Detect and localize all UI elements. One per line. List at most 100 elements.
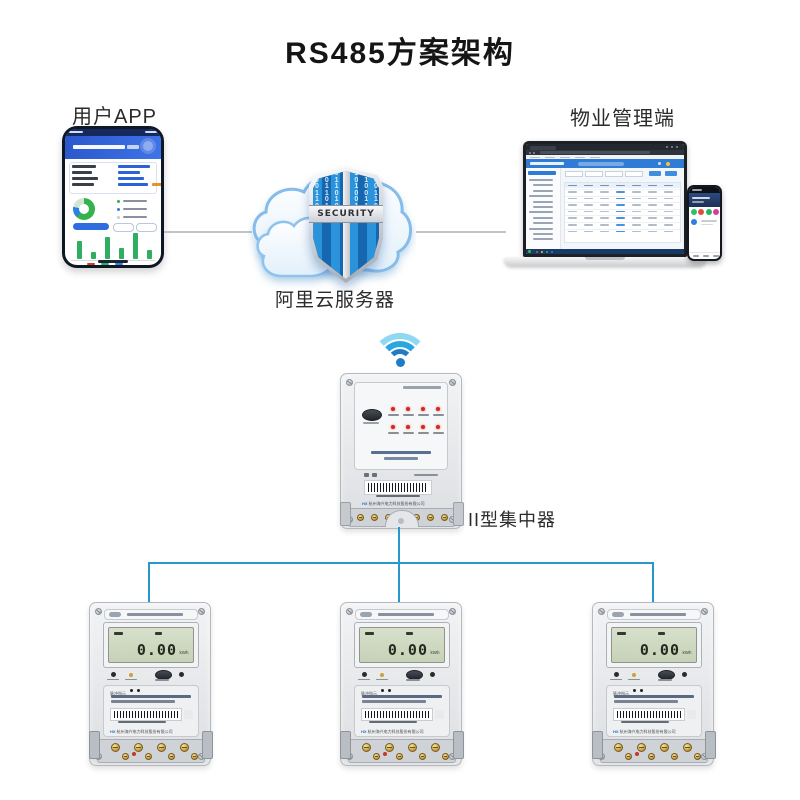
legend-bar: [123, 200, 147, 202]
meter-unit: kWh: [430, 650, 440, 656]
table-cell-dash: [600, 217, 609, 219]
dot: [529, 151, 531, 154]
table-cell-dash: [616, 204, 625, 206]
nav-dash: [713, 255, 719, 257]
company-name: 杭州海兴电力科技股份有限公司: [367, 729, 424, 734]
text-bar: [125, 678, 137, 681]
phone-bar-chart: [71, 231, 155, 261]
meter-lcd: 0.00 kWh: [611, 627, 697, 663]
table-cell-dash: [600, 197, 609, 200]
phone2-icon-row2: [689, 218, 720, 227]
text-bar: [692, 189, 702, 191]
nameplate-text-bar: [127, 613, 183, 616]
side-clamp: [453, 731, 464, 759]
table-cell-dash: [664, 204, 673, 206]
led-label-bar: [433, 414, 444, 416]
spec-text-bar: [362, 700, 426, 703]
pulse-dot: [640, 689, 643, 692]
field-label-bar: [72, 165, 96, 168]
sidebar-tree-item: [533, 206, 553, 208]
legend-dash: [87, 263, 95, 265]
table-cell-dash: [632, 210, 641, 213]
status-led: [436, 407, 440, 411]
table-cell-dash: [632, 217, 641, 219]
text-bar: [701, 223, 713, 225]
bell-icon: [658, 162, 661, 165]
text-bar: [406, 679, 420, 681]
outline-pill-button: [113, 223, 134, 232]
laptop-base: [504, 257, 706, 266]
meter-nameplate-strip: [607, 609, 701, 620]
phone-info-card: [69, 162, 161, 194]
brand-oval: [360, 612, 372, 617]
status-led: [436, 425, 440, 429]
nameplate-text-bar: [378, 613, 434, 616]
security-label: SECURITY: [309, 205, 383, 224]
app-icon: [713, 209, 720, 215]
hero-title-bar: [692, 197, 710, 199]
table-cell-dash: [568, 197, 577, 200]
nav-dash: [703, 255, 709, 257]
barcode-number-bar: [621, 721, 669, 723]
meter-button: [614, 672, 619, 677]
phone-screen: [65, 129, 161, 265]
terminal-screw: [431, 743, 440, 752]
side-clamp: [340, 502, 351, 526]
terminal-screw: [134, 743, 143, 752]
terminal-screw: [614, 743, 623, 752]
browser-tab-bar: [526, 144, 684, 150]
barcode-number-bar: [118, 721, 166, 723]
user-app-phone: [62, 126, 164, 268]
terminal-screw: [671, 753, 678, 760]
meter-lcd: 0.00 kWh: [108, 627, 194, 663]
terminal-screw: [191, 753, 198, 760]
phone-chart-legend: [65, 261, 161, 265]
table-cell-dash: [600, 210, 609, 213]
app-title-bar: [73, 145, 125, 149]
sidebar-tree-item: [533, 233, 553, 235]
table-cell-dash: [632, 230, 641, 233]
table-cell-dash: [632, 197, 641, 200]
pulse-dot: [137, 689, 140, 692]
table-cell-dash: [568, 191, 577, 193]
lcd-annotation: [617, 632, 626, 635]
phone-app-header: [65, 136, 161, 159]
home-indicator: [98, 260, 128, 263]
red-indicator-dot: [383, 752, 387, 756]
text-bar: [701, 220, 717, 222]
corner-screw: [346, 379, 353, 386]
meter-unit: kWh: [682, 650, 692, 656]
terminal-screw: [157, 743, 166, 752]
meter-barcode: [110, 708, 182, 721]
bus-drop-meter-3: [652, 562, 654, 602]
meter-company-line: HX 杭州海兴电力科技股份有限公司: [613, 729, 676, 735]
company-logo: HX: [110, 729, 116, 734]
field-value-bar: [118, 171, 140, 174]
text-bar: [107, 678, 119, 681]
table-cell-dash: [616, 217, 625, 219]
barcode-number-bar: [376, 495, 420, 497]
taskbar-icon: [541, 250, 543, 253]
table-cell-dash: [648, 197, 657, 200]
phone2-icon-grid: [689, 207, 720, 218]
terminal-screw: [362, 743, 371, 752]
text-bar: [376, 678, 388, 681]
link-line-phone-cloud: [164, 231, 252, 233]
laptop-base-notch: [585, 257, 625, 260]
meter-mid-panel: 脉冲指示 HX 杭州海兴电力科技股份有限公司: [103, 685, 199, 737]
side-clamp: [89, 731, 100, 759]
wifi-arc: [379, 341, 421, 383]
table-row-divider: [565, 202, 680, 204]
admin-logo-bar: [530, 162, 564, 165]
spec-text-bar: [111, 700, 175, 703]
legend-dot: [117, 200, 120, 203]
meter-mid-panel: 脉冲指示 HX 杭州海兴电力科技股份有限公司: [354, 685, 450, 737]
model-text-bar: [111, 695, 191, 698]
status-led: [421, 425, 425, 429]
sidebar-tree-item: [533, 238, 553, 241]
table-cell-dash: [568, 204, 577, 206]
table-cell-dash: [648, 210, 657, 213]
phone2-status-bar: [689, 187, 720, 193]
terminal-screw: [371, 514, 378, 521]
meter-barcode: [361, 708, 433, 721]
